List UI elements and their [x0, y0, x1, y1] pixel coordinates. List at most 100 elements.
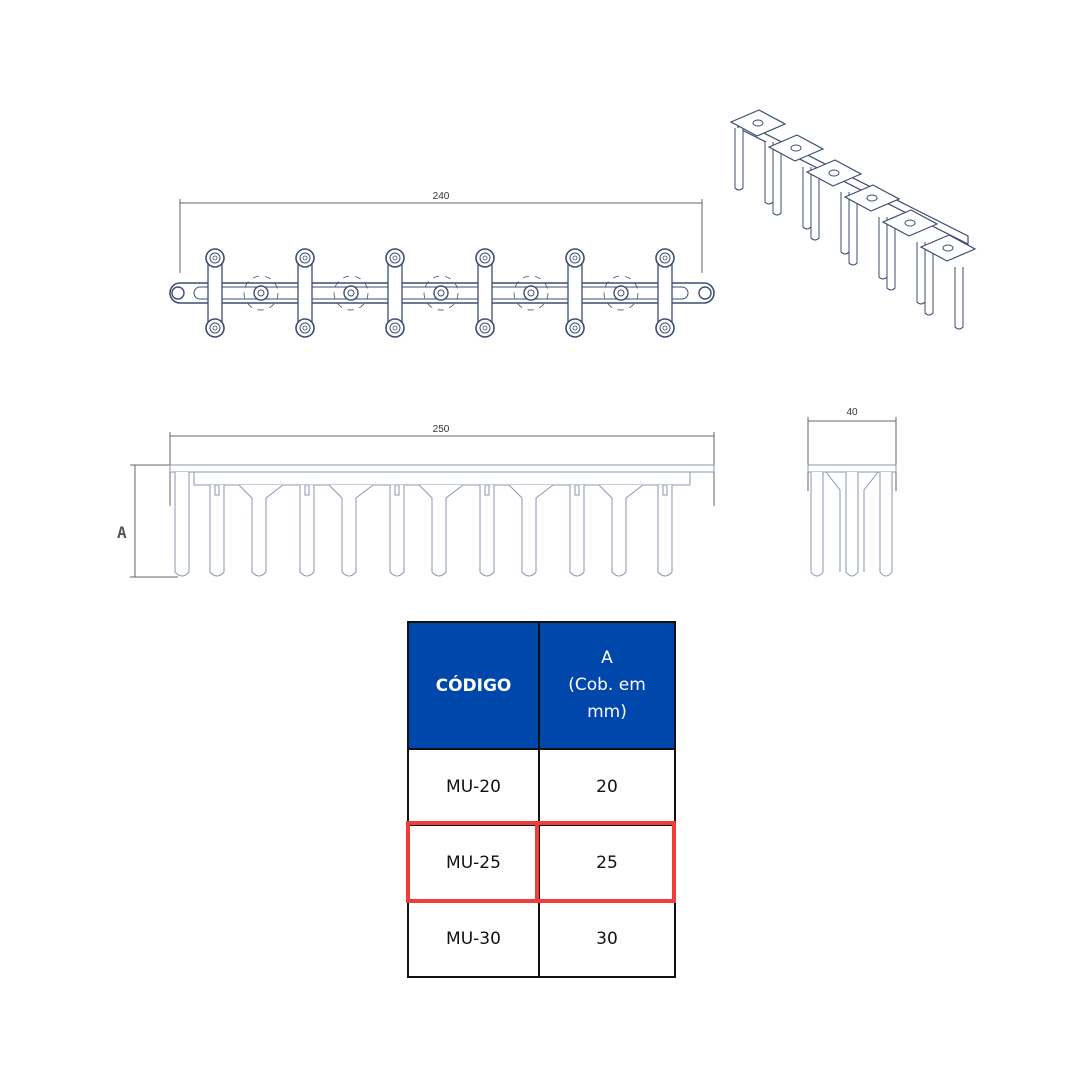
mid-post	[343, 285, 359, 301]
header-a-line1: A	[601, 648, 613, 668]
leg	[657, 485, 673, 577]
post-inner	[569, 252, 581, 264]
leg	[569, 485, 585, 577]
post-inner	[659, 252, 671, 264]
side-view	[130, 432, 715, 578]
post-inner	[389, 252, 401, 264]
iso-leg	[810, 178, 820, 241]
leg	[479, 485, 495, 577]
end-leg	[845, 472, 859, 577]
post-inner	[209, 252, 221, 264]
post-inner	[479, 252, 491, 264]
iso-hole	[752, 119, 764, 127]
end-leg	[810, 472, 824, 577]
iso-cross	[843, 184, 901, 212]
mid-post	[523, 285, 539, 301]
post-inner	[479, 322, 491, 334]
iso-leg	[802, 167, 812, 230]
dimension-a: A	[117, 523, 127, 542]
center-leg	[508, 484, 554, 577]
post-outer	[655, 318, 675, 338]
mid-post	[253, 285, 269, 301]
iso-leg	[840, 192, 850, 255]
post-center	[392, 255, 398, 261]
leg-slot	[574, 484, 580, 496]
mid-post-inner	[437, 289, 445, 297]
post-inner	[659, 322, 671, 334]
cell-code: MU-25	[407, 824, 540, 902]
header-a-line3: mm)	[587, 702, 627, 722]
leg	[389, 485, 405, 577]
mid-post-guide	[603, 275, 639, 311]
iso-leg	[764, 142, 774, 205]
mid-post-guide	[513, 275, 549, 311]
dimension-240: 240	[433, 191, 450, 202]
post-outer	[295, 318, 315, 338]
leg-slot	[214, 484, 220, 496]
cross-arm	[657, 261, 673, 325]
mid-post-inner	[617, 289, 625, 297]
cross-arm	[387, 261, 403, 325]
end-view	[807, 417, 897, 577]
leg-slot	[304, 484, 310, 496]
iso-leg	[924, 253, 934, 316]
end-hole	[171, 286, 185, 300]
cell-a: 30	[538, 900, 676, 978]
post-center	[572, 255, 578, 261]
post-outer	[385, 318, 405, 338]
table-row: MU-20 20	[407, 748, 676, 826]
cross-arm	[477, 261, 493, 325]
dimension-40: 40	[846, 407, 858, 418]
post-center	[302, 255, 308, 261]
post-inner	[299, 322, 311, 334]
end-hole	[698, 286, 712, 300]
iso-hole	[828, 169, 840, 177]
iso-cross	[767, 134, 825, 162]
post-outer	[655, 248, 675, 268]
cross-arm	[207, 261, 223, 325]
cross-arm	[567, 261, 583, 325]
leg-slot	[484, 484, 490, 496]
top-view	[169, 199, 715, 338]
mid-post	[613, 285, 629, 301]
iso-hole	[904, 219, 916, 227]
mid-post-inner	[257, 289, 265, 297]
cell-code: MU-30	[407, 900, 540, 978]
header-a-line2: (Cob. em	[568, 675, 646, 695]
post-center	[392, 325, 398, 331]
post-center	[212, 325, 218, 331]
center-leg	[328, 484, 374, 577]
post-inner	[389, 322, 401, 334]
leg-slot	[662, 484, 668, 496]
iso-hole	[942, 244, 954, 252]
post-center	[302, 325, 308, 331]
post-outer	[475, 248, 495, 268]
end-leg	[879, 472, 893, 577]
cell-a: 25	[538, 824, 676, 902]
mid-post-inner	[527, 289, 535, 297]
post-outer	[565, 248, 585, 268]
bar-outline	[169, 282, 715, 304]
post-inner	[299, 252, 311, 264]
end-plate	[807, 464, 897, 473]
center-leg	[598, 484, 644, 577]
post-center	[572, 325, 578, 331]
top-plate	[169, 464, 715, 473]
plate-rib	[193, 472, 691, 486]
iso-leg	[886, 228, 896, 291]
post-center	[482, 325, 488, 331]
iso-hole	[790, 144, 802, 152]
iso-leg	[954, 267, 964, 330]
leg-slot	[394, 484, 400, 496]
leg	[174, 472, 190, 577]
leg	[209, 485, 225, 577]
post-outer	[295, 248, 315, 268]
iso-leg	[734, 128, 744, 191]
iso-cross	[805, 159, 863, 187]
post-center	[482, 255, 488, 261]
cross-arm	[297, 261, 313, 325]
post-outer	[205, 248, 225, 268]
leg	[299, 485, 315, 577]
iso-leg	[878, 217, 888, 280]
spec-table: CÓDIGO A (Cob. em mm) MU-20 20 MU-25 25 …	[407, 621, 676, 978]
